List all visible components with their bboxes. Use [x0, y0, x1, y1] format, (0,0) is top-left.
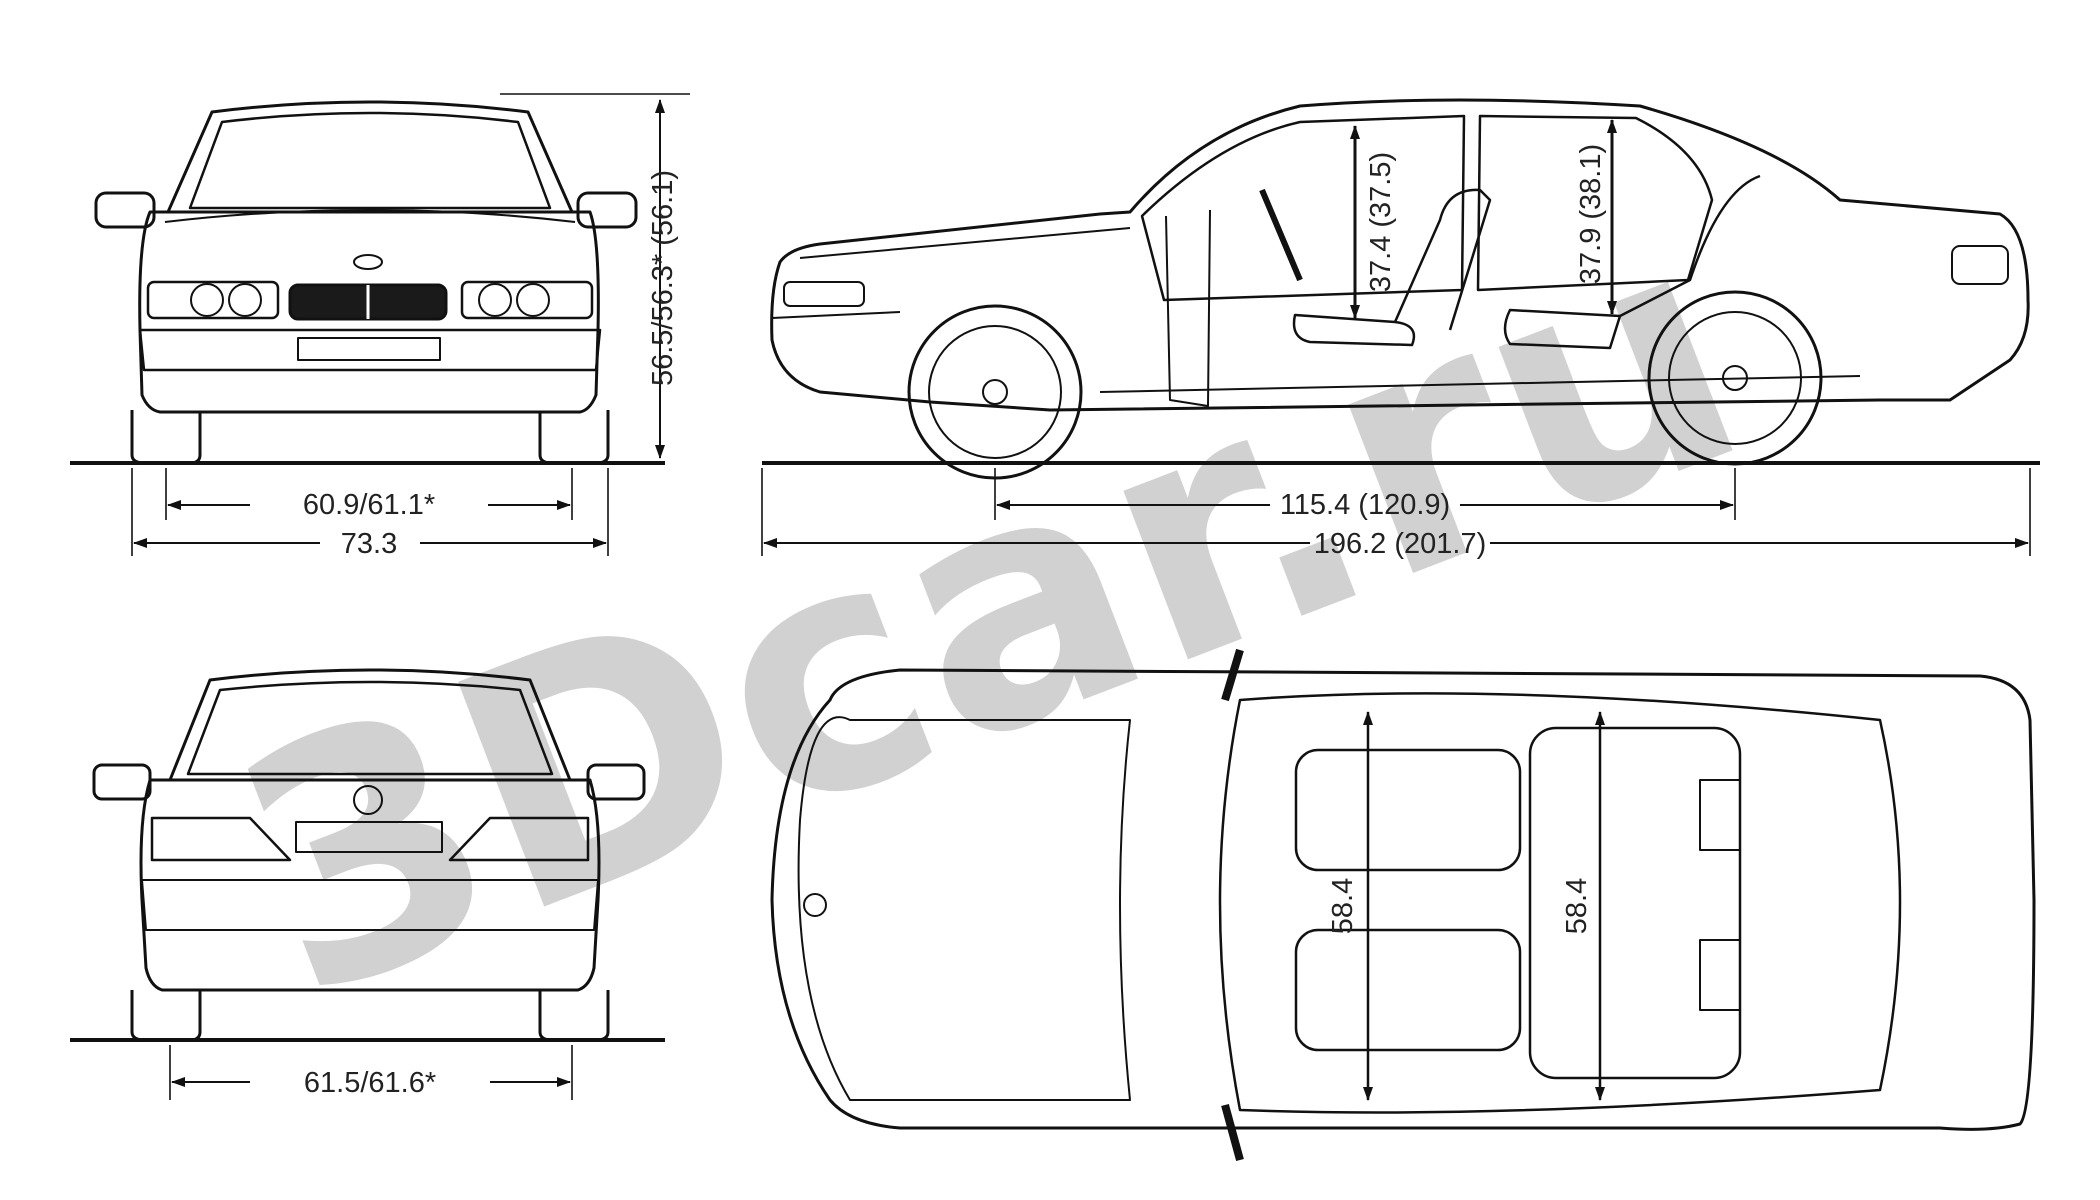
front-view: [70, 93, 690, 556]
rear-taillight-left: [150, 816, 292, 862]
top-rear-bench: [1528, 726, 1742, 1080]
front-hood: [164, 209, 576, 223]
side-rear-headroom-label: 37.9 (38.1): [1575, 144, 1607, 284]
side-door-open: [1165, 209, 1211, 407]
rear-mirror-left: [92, 763, 152, 801]
rear-mirror-right: [586, 763, 646, 801]
top-rear-shoulder-label: 58.4: [1561, 878, 1593, 934]
top-rear-headrest-left: [1699, 779, 1741, 851]
top-mirror-right: [1221, 1103, 1244, 1162]
front-lamp-l2: [228, 283, 262, 317]
side-window-front: [1140, 114, 1466, 302]
front-headlight-right: [460, 280, 594, 320]
top-roundel: [803, 893, 827, 917]
front-lamp-r2: [516, 283, 550, 317]
top-view: [770, 648, 2036, 1162]
front-height-label: 56.5/56.3* (56.1): [647, 170, 679, 386]
top-front-shoulder-label: 58.4: [1327, 878, 1359, 934]
front-mirror-right-glass: [576, 191, 638, 229]
rear-window: [186, 680, 554, 776]
side-steering-column: [1259, 188, 1303, 282]
side-beltline: [799, 227, 1131, 259]
rear-taillight-right: [448, 816, 590, 862]
top-front-seat-left: [1294, 748, 1522, 872]
top-body: [770, 668, 2036, 1131]
rear-body: [139, 778, 601, 992]
top-rear-headrest-right: [1699, 939, 1741, 1011]
front-roof: [166, 100, 574, 214]
front-lamp-r1: [478, 283, 512, 317]
rear-bumper: [141, 879, 599, 931]
side-front-bumper: [771, 311, 901, 319]
top-roof: [1218, 692, 1902, 1114]
side-length-label: 196.2 (201.7): [1314, 528, 1487, 560]
side-rear-seat: [1503, 174, 1761, 350]
side-front-headroom-label: 37.4 (37.5): [1365, 152, 1397, 292]
top-hood: [797, 716, 1131, 1101]
side-window-rear: [1476, 114, 1714, 292]
rear-plate: [295, 821, 443, 853]
front-headlight-left: [146, 280, 280, 320]
rear-tire-left: [130, 990, 202, 1042]
front-width-label: 73.3: [341, 528, 397, 560]
top-front-seat-right: [1294, 928, 1522, 1052]
side-rear-wheel: [1647, 290, 1823, 466]
side-body: [770, 98, 2030, 412]
side-sill: [1099, 375, 1861, 393]
rear-view: [70, 668, 665, 1100]
rear-track-label: 61.5/61.6*: [304, 1067, 436, 1099]
rear-roof: [168, 668, 572, 782]
rear-tire-right: [538, 990, 610, 1042]
rear-roundel: [353, 785, 383, 815]
front-roundel: [353, 254, 383, 270]
front-body: [138, 210, 600, 414]
side-wheelbase-label: 115.4 (120.9): [1280, 489, 1450, 521]
front-plate: [297, 337, 441, 361]
front-tire-left: [130, 410, 202, 465]
side-front-seat: [1292, 188, 1492, 347]
front-tire-right: [538, 410, 610, 465]
side-view: [761, 98, 2040, 556]
side-taillight: [1951, 245, 2009, 285]
side-headlight: [783, 281, 865, 307]
front-windshield: [188, 111, 552, 210]
front-track-label: 60.9/61.1*: [303, 489, 435, 521]
front-mirror-left-glass: [94, 191, 156, 229]
front-bumper: [138, 328, 602, 372]
front-lamp-l1: [190, 283, 224, 317]
top-mirror-left: [1221, 648, 1244, 702]
